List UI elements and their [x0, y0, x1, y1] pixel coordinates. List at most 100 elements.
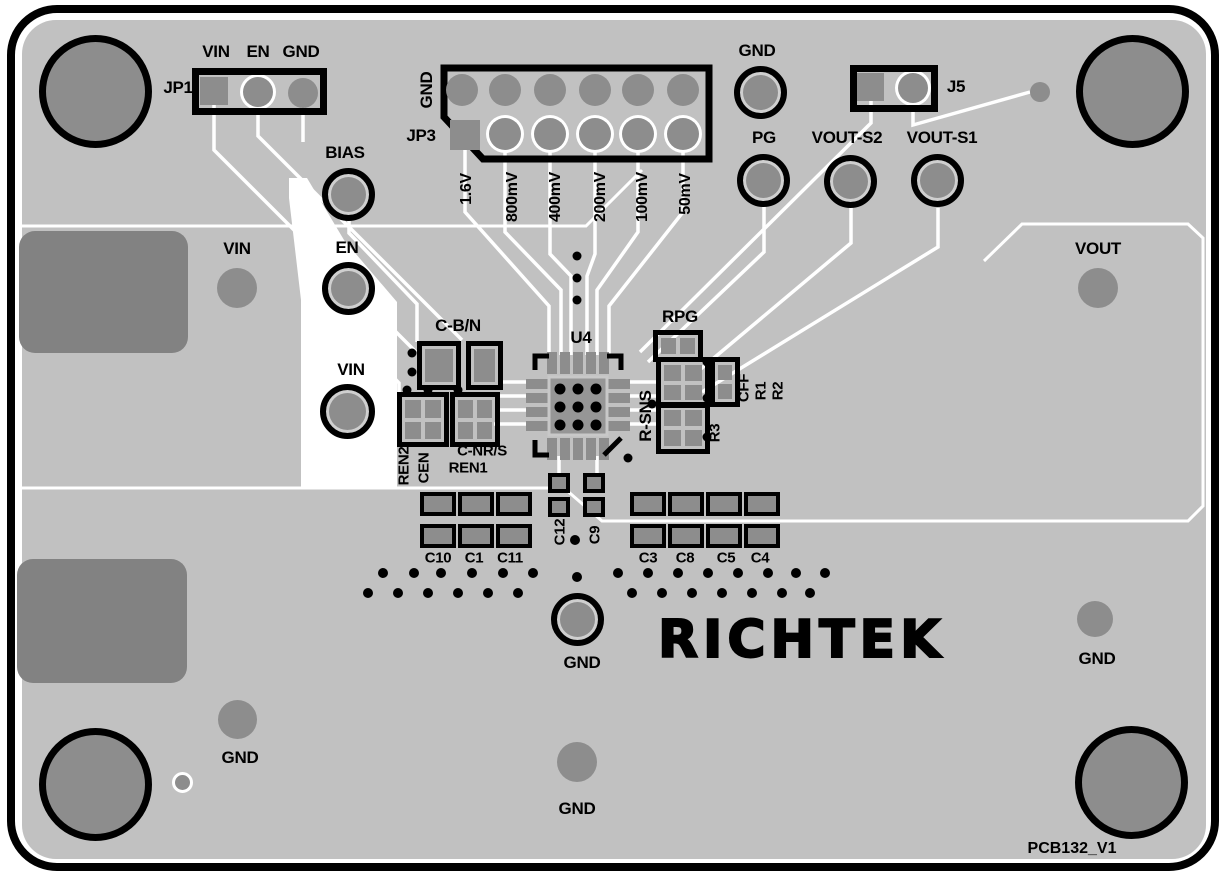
board-silkscreen-outline [7, 5, 1219, 871]
c3-label: C3 [638, 549, 658, 567]
cen-label: CEN [415, 452, 433, 484]
rsns-label: R-SNS [636, 390, 655, 442]
jp3-400mv-pad [534, 118, 566, 150]
via-bottom-left [172, 772, 193, 793]
gnd-center-label: GND [563, 653, 601, 672]
cap-c4 [744, 492, 780, 556]
richtek-logo: RICHTEK [657, 609, 946, 671]
cff-cap [710, 357, 740, 407]
via-top-right [1030, 82, 1050, 102]
mounting-hole-top-right [1076, 35, 1189, 148]
en-testpoint [322, 262, 375, 315]
jp1-header-outline [192, 68, 327, 115]
ren1-label: REN1 [448, 459, 488, 477]
copper-pad-vin-area [19, 231, 188, 353]
j5-pin2-pad [898, 73, 928, 103]
c11-label: C11 [497, 549, 523, 567]
jp3-gnd-pad-4 [579, 74, 611, 106]
copper-pad-gnd-area [17, 559, 187, 683]
jp3-100mv-pad [622, 118, 654, 150]
vin-input-pad [217, 268, 257, 308]
c12-label: C12 [551, 518, 569, 546]
jp3-ref-label: JP3 [406, 126, 436, 145]
vout-s1-label: VOUT-S1 [906, 128, 978, 147]
jp3-800mv-pad [489, 118, 521, 150]
jp3-pin-label-200mv: 200mV [592, 171, 609, 223]
jp3-gnd-pad-5 [622, 74, 654, 106]
bias-testpoint [322, 168, 375, 221]
jp1-gnd-label: GND [282, 42, 320, 61]
cnrs-label: C-NR/S [457, 442, 507, 460]
mounting-hole-bottom-left [39, 728, 152, 841]
pg-testpoint [737, 154, 790, 207]
r1-label: R1 [752, 381, 770, 401]
pg-label: PG [752, 128, 776, 147]
r2-label: R2 [769, 381, 787, 401]
cap-c1 [458, 492, 494, 556]
jp3-pin-label-50mv: 50mV [677, 173, 694, 215]
c5-label: C5 [716, 549, 736, 567]
jp3-gnd-row-label: GND [417, 71, 436, 109]
jp3-pin-label-800mv: 800mV [504, 171, 521, 223]
jp3-gnd-pad-2 [489, 74, 521, 106]
c1-label: C1 [464, 549, 484, 567]
en-label: EN [335, 238, 359, 257]
u4-footprint [526, 352, 630, 460]
j5-pin1-pad [856, 73, 884, 101]
vout-output-pad [1078, 268, 1118, 308]
rpg-label: RPG [662, 307, 698, 326]
cbn-cap-1 [417, 341, 461, 390]
cap-c10 [420, 492, 456, 556]
cap-c8 [668, 492, 704, 556]
vout-s2-testpoint [824, 155, 877, 208]
jp3-gnd-pad-6 [667, 74, 699, 106]
gnd-left-label: GND [221, 748, 259, 767]
jp1-pin3-pad [288, 78, 318, 108]
bias-label: BIAS [325, 143, 365, 162]
cap-c11 [496, 492, 532, 556]
gnd-bottom-pad [557, 742, 597, 782]
jp1-en-label: EN [246, 42, 270, 61]
cap-c5 [706, 492, 742, 556]
c8-label: C8 [675, 549, 695, 567]
cbn-label: C-B/N [435, 316, 481, 335]
vout-s1-testpoint [911, 154, 964, 207]
jp3-pin1-pad [450, 120, 480, 150]
cap-c3 [630, 492, 666, 556]
jp1-ref-label: JP1 [163, 78, 193, 97]
jp3-pin-label-100mv: 100mV [634, 171, 651, 223]
gnd-right-label: GND [1078, 649, 1116, 668]
cnrs-ren1-block [450, 392, 500, 447]
c10-label: C10 [424, 549, 452, 567]
jp3-50mv-pad [667, 118, 699, 150]
mounting-hole-top-left [39, 35, 152, 148]
jp3-gnd-pad-3 [534, 74, 566, 106]
r3-label: R3 [706, 423, 724, 443]
vout-s2-label: VOUT-S2 [811, 128, 883, 147]
gnd-top-testpoint [734, 66, 787, 119]
vout-label: VOUT [1074, 239, 1122, 258]
jp3-pin-label-1v6: 1.6V [458, 173, 475, 205]
pcb-version-label: PCB132_V1 [1027, 840, 1117, 857]
jp3-200mv-pad [579, 118, 611, 150]
vin-input-label: VIN [223, 239, 251, 258]
u4-ref-label: U4 [570, 328, 592, 347]
vin-testpoint [320, 384, 375, 439]
c9-label: C9 [586, 525, 604, 545]
gnd-left-pad [218, 700, 257, 739]
ren2-label: REN2 [395, 446, 413, 486]
j5-ref-label: J5 [946, 77, 966, 96]
cap-c9 [583, 473, 605, 521]
gnd-center-testpoint [551, 593, 604, 646]
gnd-top-label: GND [738, 41, 776, 60]
jp3-pin-label-400mv: 400mV [547, 171, 564, 223]
cff-label: CFF [735, 373, 753, 403]
c4-label: C4 [750, 549, 770, 567]
jp1-pin2-pad [243, 77, 273, 107]
r3-block [656, 402, 710, 454]
gnd-right-pad [1077, 601, 1113, 637]
gnd-bottom-label: GND [558, 799, 596, 818]
r1-r2-block [656, 357, 710, 408]
